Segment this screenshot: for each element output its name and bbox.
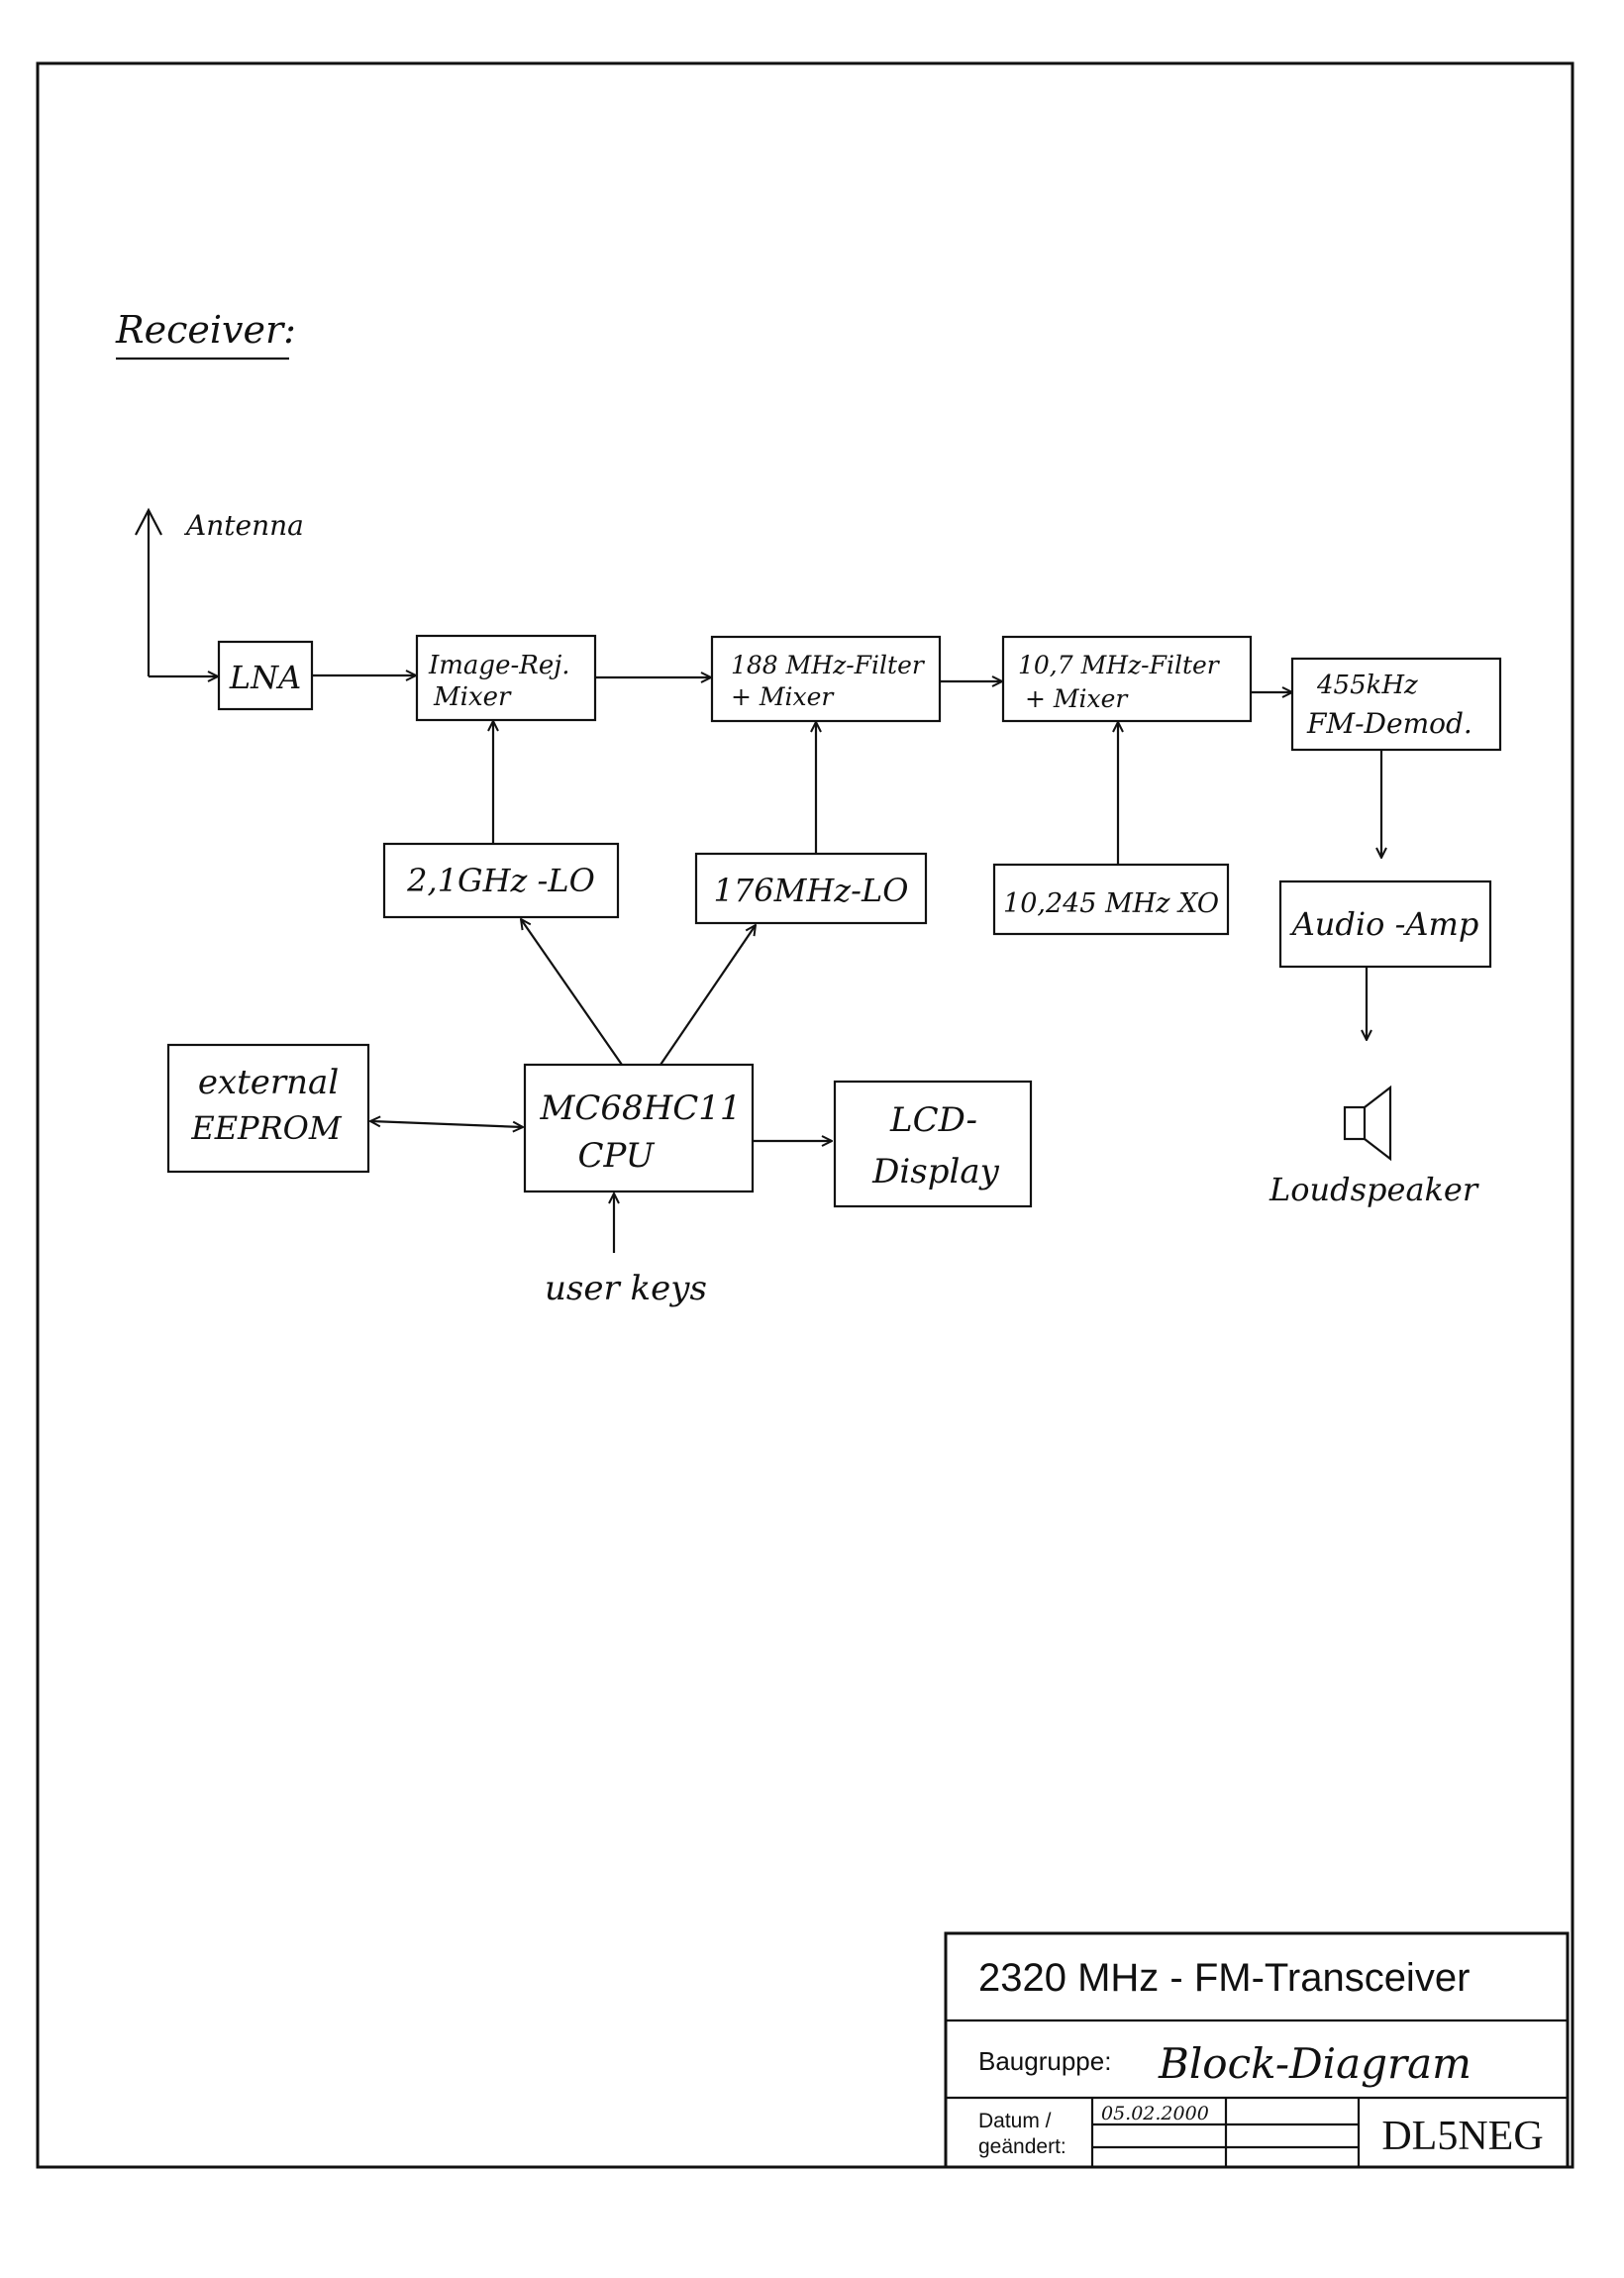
- user-keys-label: user keys: [545, 1269, 707, 1308]
- antenna-symbol: [135, 507, 218, 676]
- datum-label-line2: geändert:: [978, 2135, 1066, 2158]
- lo-176mhz-label: 176MHz-LO: [714, 872, 909, 909]
- lo-2-1ghz-label: 2,1GHz -LO: [406, 862, 595, 899]
- filter-188mhz-label-1: 188 MHz-Filter: [731, 651, 926, 679]
- lcd-display-label-2: Display: [871, 1152, 999, 1191]
- baugruppe-label: Baugruppe:: [978, 2046, 1111, 2076]
- filter-107mhz-label-1: 10,7 MHz-Filter: [1018, 651, 1221, 679]
- external-eeprom-label-2: EEPROM: [190, 1109, 343, 1147]
- date-value: 05.02.2000: [1101, 2103, 1209, 2124]
- image-rej-mixer-label-2: Mixer: [433, 682, 512, 712]
- author-code: DL5NEG: [1381, 2114, 1543, 2159]
- section-heading: Receiver:: [115, 308, 296, 352]
- audio-amp-block: [1278, 880, 1492, 969]
- lcd-display-block: [833, 1080, 1033, 1208]
- xo-10-245mhz-label: 10,245 MHz XO: [1003, 888, 1219, 919]
- lna-label: LNA: [229, 659, 301, 696]
- external-eeprom-block: [166, 1043, 370, 1174]
- loudspeaker-icon: [1343, 1085, 1392, 1162]
- audio-amp-label: Audio -Amp: [1289, 905, 1479, 943]
- cpu-label-1: MC68HC11: [539, 1088, 741, 1128]
- filter-107mhz-label-2: + Mixer: [1025, 684, 1129, 713]
- filter-188mhz-label-2: + Mixer: [731, 682, 835, 711]
- fm-demod-block: [1290, 657, 1502, 752]
- baugruppe-value: Block-Diagram: [1158, 2039, 1472, 2088]
- filter-188mhz-block: [710, 635, 942, 723]
- title-block: [944, 1931, 1570, 2169]
- wire-cpu-to-lo21: [521, 919, 623, 1066]
- fm-demod-label-1: 455kHz: [1316, 671, 1418, 700]
- xo-10-245mhz-block: [992, 863, 1230, 936]
- datum-label-line1: Datum /: [978, 2110, 1052, 2132]
- cpu-block: [523, 1063, 755, 1193]
- antenna-label: Antenna: [183, 509, 304, 542]
- wire-cpu-to-lo176: [660, 925, 756, 1066]
- loudspeaker-label: Loudspeaker: [1269, 1171, 1479, 1208]
- lcd-display-label-1: LCD-: [889, 1100, 977, 1140]
- wire-eeprom-cpu: [370, 1121, 523, 1127]
- cpu-label-2: CPU: [578, 1136, 656, 1176]
- lo-2-1ghz-block: [382, 842, 620, 919]
- fm-demod-label-2: FM-Demod.: [1306, 707, 1472, 740]
- drawing-frame: [36, 61, 1574, 2169]
- title-block-title: 2320 MHz - FM-Transceiver: [978, 1956, 1470, 2000]
- filter-107mhz-block: [1001, 635, 1253, 723]
- external-eeprom-label-1: external: [198, 1063, 339, 1102]
- lo-176mhz-block: [694, 852, 928, 925]
- image-rej-mixer-label-1: Image-Rej.: [428, 651, 570, 680]
